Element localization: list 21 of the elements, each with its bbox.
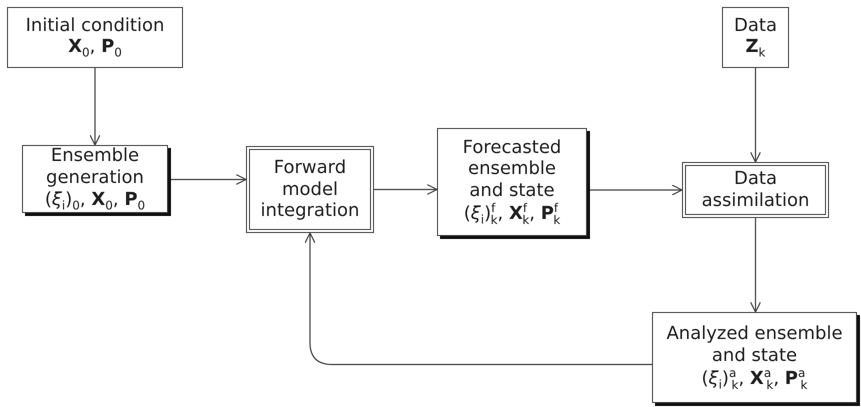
state-box [22, 145, 168, 213]
formula-text: X$_{0}$, P$_{0}$ [68, 36, 122, 60]
arrow [304, 232, 652, 366]
process-box [246, 146, 374, 233]
box-title: Initial condition [26, 14, 164, 36]
formula-text: Z$_{k}$ [745, 36, 766, 60]
process-box [682, 162, 829, 218]
state-box [652, 312, 857, 403]
arrow [750, 68, 762, 163]
arrow [89, 68, 101, 146]
arrow [750, 218, 762, 313]
arrow [590, 184, 683, 196]
box-title: Data assimilation [700, 168, 810, 212]
box-title: Forward model integration [260, 157, 360, 222]
box-title: Data [734, 14, 777, 36]
state-box [7, 7, 183, 68]
formula-text: (ξ$_{i}$)$_{0}$, X$_{0}$, P$_{0}$ [44, 188, 146, 213]
arrow [374, 184, 438, 196]
state-box [722, 7, 789, 68]
state-box [437, 128, 587, 236]
arrow [171, 174, 247, 186]
